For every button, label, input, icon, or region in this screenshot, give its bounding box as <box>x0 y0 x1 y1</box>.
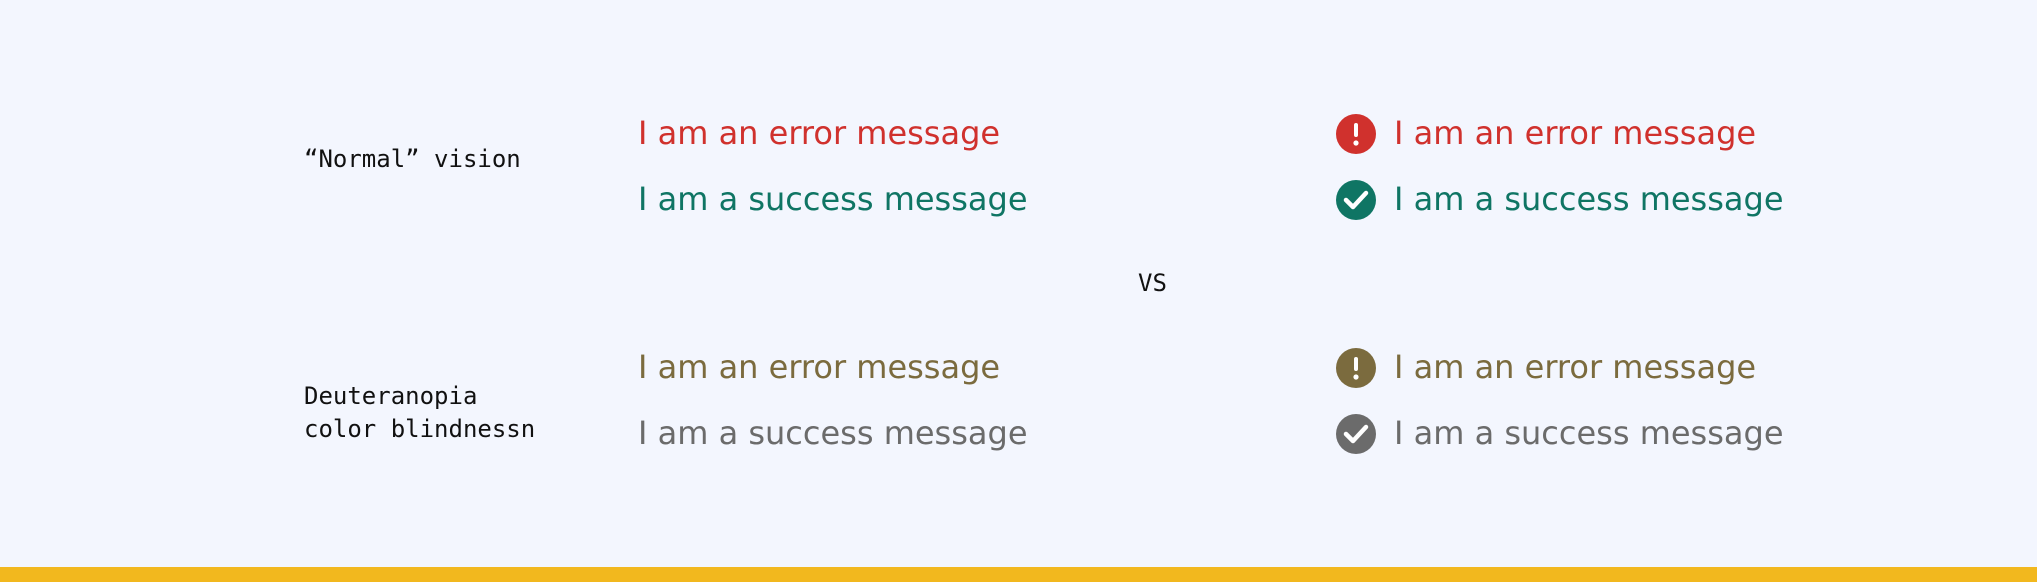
normal-success-message-with-icon: I am a success message <box>1394 180 1784 218</box>
vs-label: VS <box>1138 269 1167 297</box>
exclamation-icon <box>1336 348 1376 388</box>
check-icon <box>1336 414 1376 454</box>
check-icon <box>1336 180 1376 220</box>
normal-vision-label: “Normal” vision <box>304 145 521 173</box>
normal-error-message-plain: I am an error message <box>638 114 1001 152</box>
deuteranopia-success-message-plain: I am a success message <box>638 414 1028 452</box>
deuteranopia-error-message-with-icon: I am an error message <box>1394 348 1757 386</box>
normal-success-message-plain: I am a success message <box>638 180 1028 218</box>
deuteranopia-error-message-plain: I am an error message <box>638 348 1001 386</box>
deuteranopia-success-message-with-icon: I am a success message <box>1394 414 1784 452</box>
deuteranopia-label: Deuteranopia color blindnessn <box>304 382 536 443</box>
accent-bar <box>0 567 2037 582</box>
exclamation-icon <box>1336 114 1376 154</box>
normal-error-message-with-icon: I am an error message <box>1394 114 1757 152</box>
